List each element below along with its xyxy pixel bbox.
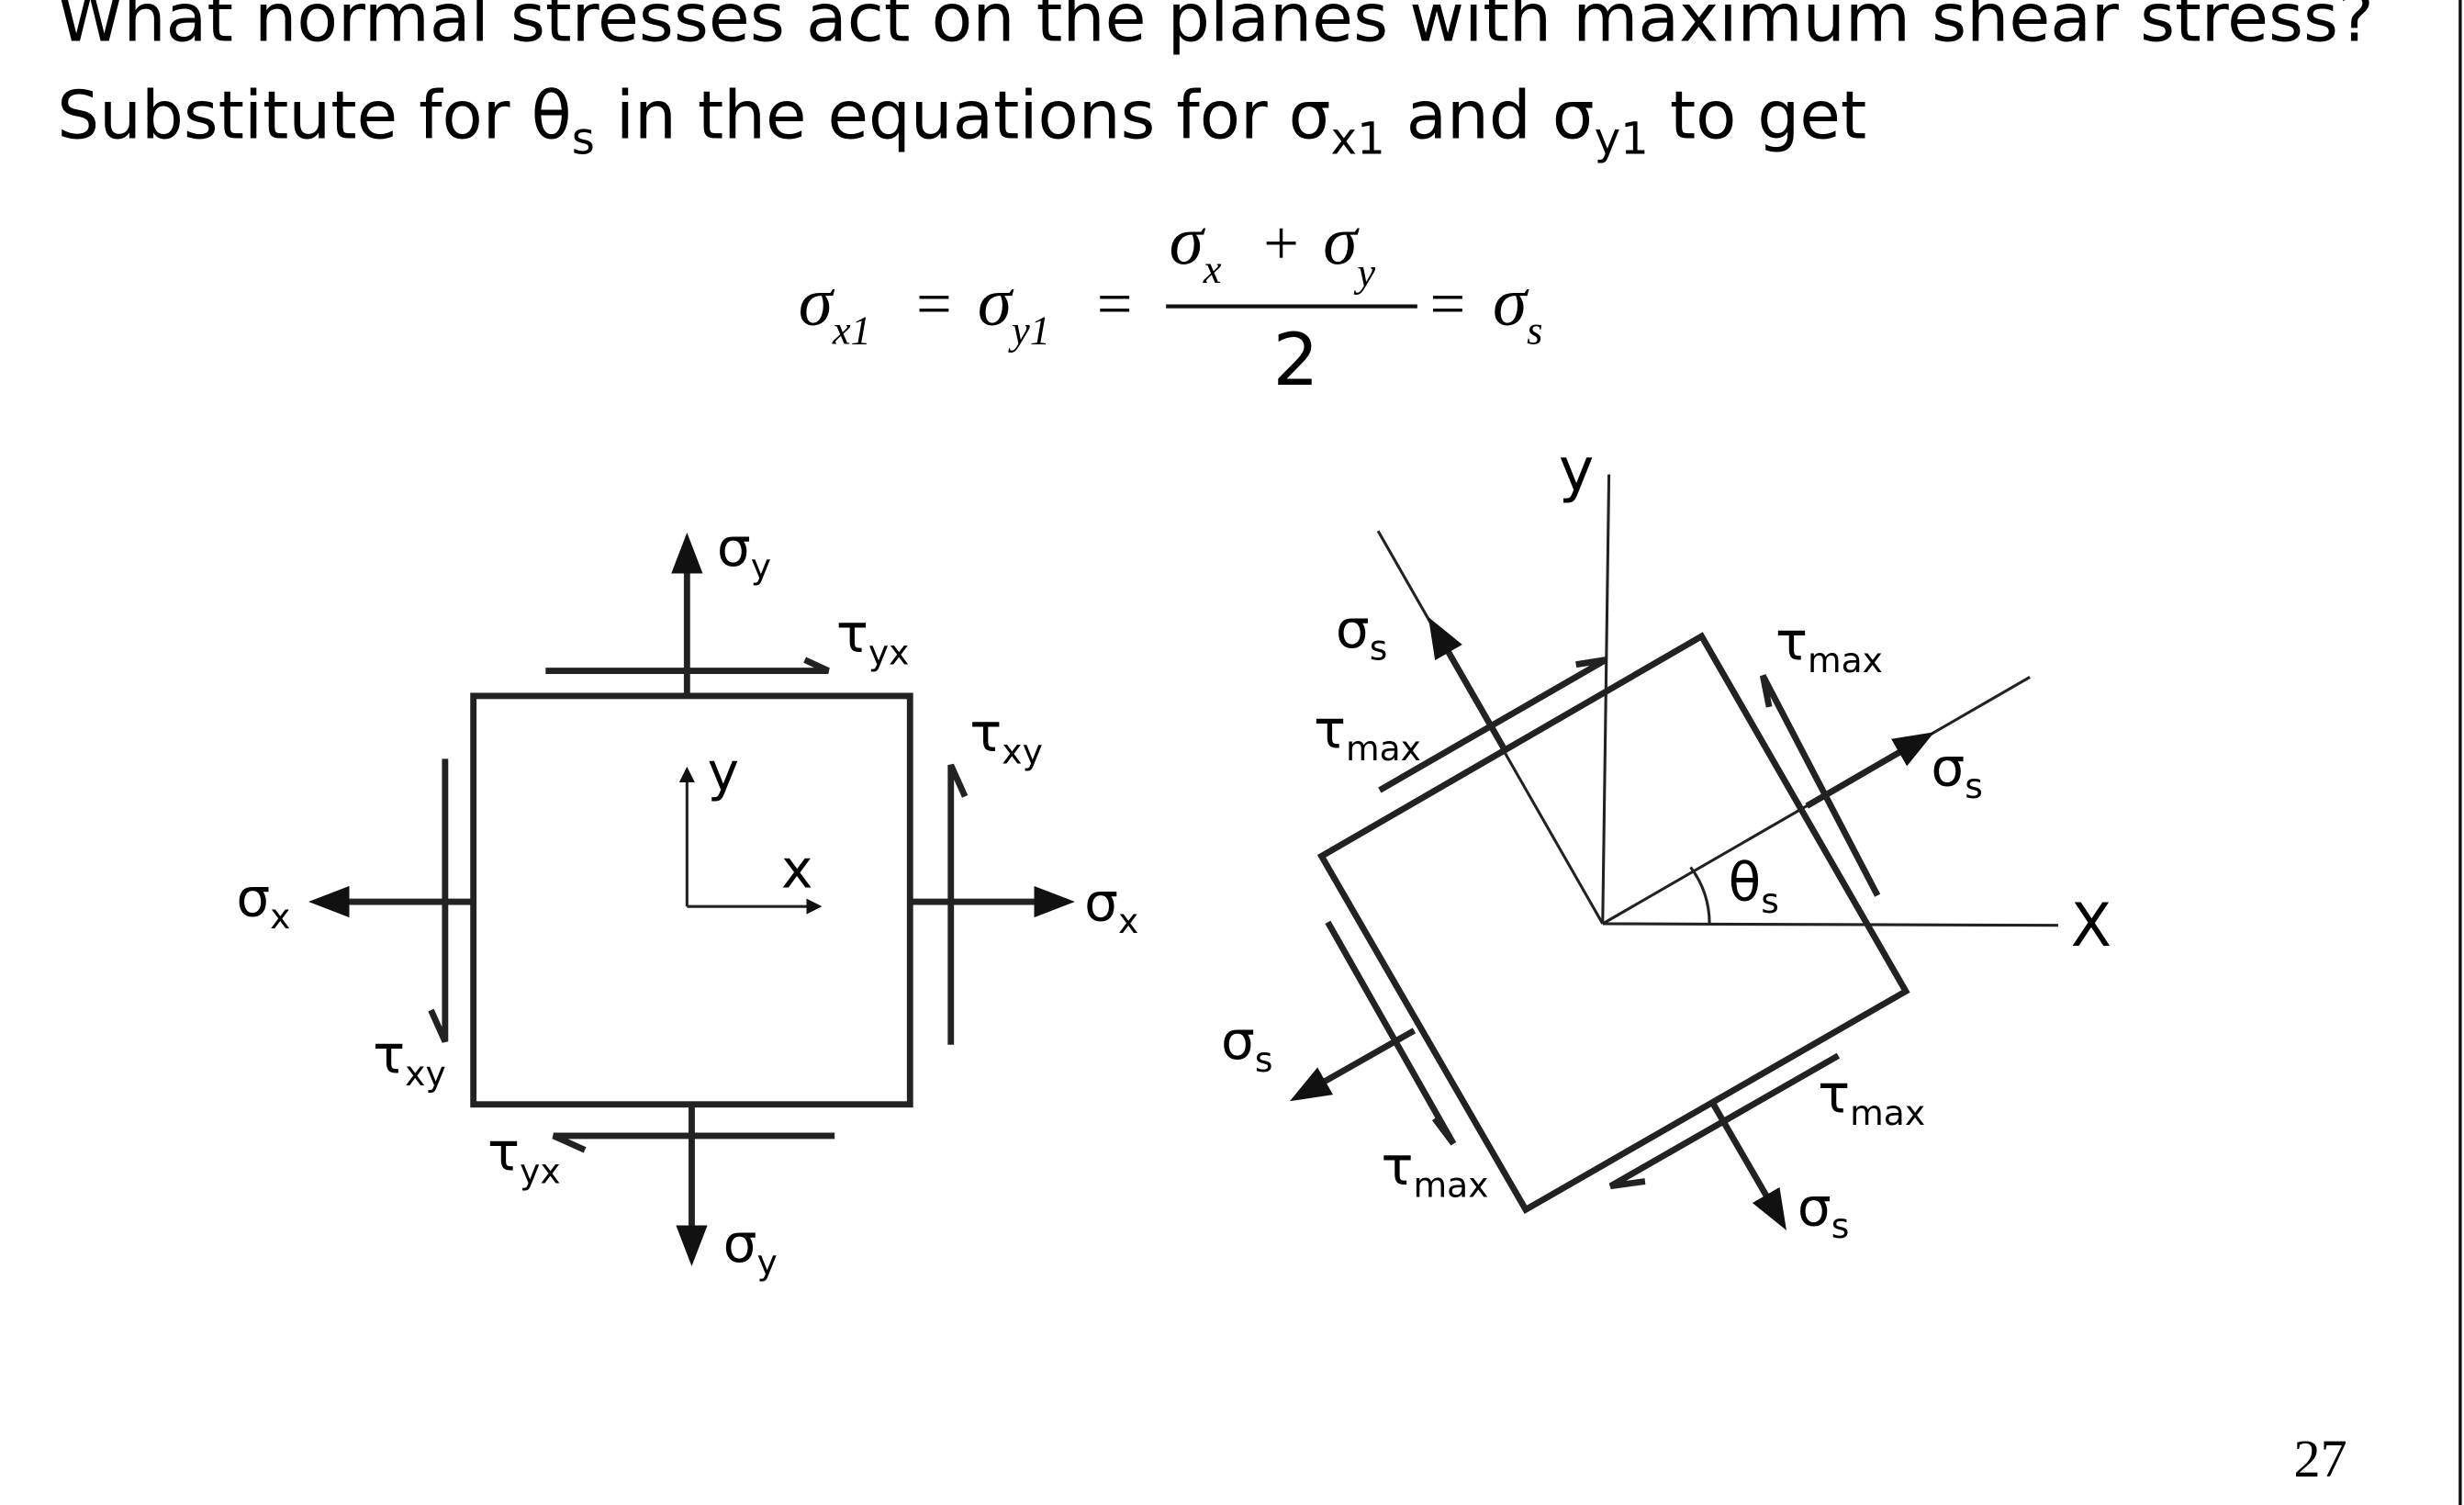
- svg-text:τmax: τmax: [1775, 611, 1883, 681]
- svg-text:σs: σs: [1493, 264, 1542, 354]
- svg-text:+: +: [1263, 208, 1299, 277]
- svg-text:θs: θs: [1729, 850, 1779, 921]
- svg-text:y: y: [1559, 436, 1594, 505]
- svg-text:σy1: σy1: [978, 264, 1050, 354]
- svg-text:σy: σy: [717, 516, 771, 587]
- stress-element-diagram: y x σy σy σx σx τyx τxy τxy τyx: [236, 516, 1138, 1283]
- svg-text:=: =: [1097, 269, 1133, 339]
- svg-text:x: x: [781, 838, 812, 901]
- svg-text:y: y: [708, 741, 739, 803]
- svg-text:τyx: τyx: [836, 602, 910, 673]
- svg-text:τxy: τxy: [373, 1024, 446, 1095]
- svg-text:=: =: [916, 269, 952, 339]
- heading-line-2: Substitute for θs in the equations for σ…: [57, 77, 1866, 165]
- svg-text:σx: σx: [1170, 203, 1222, 292]
- svg-text:τmax: τmax: [1314, 698, 1421, 769]
- svg-text:τmax: τmax: [1818, 1062, 1925, 1133]
- svg-text:σx: σx: [236, 866, 290, 937]
- page-number: 27: [2294, 1429, 2347, 1488]
- heading-line-1: What normal stresses act on the planes w…: [57, 0, 2374, 56]
- svg-text:τxy: τxy: [969, 702, 1043, 772]
- svg-text:σy: σy: [723, 1212, 778, 1283]
- svg-text:=: =: [1430, 269, 1466, 339]
- svg-text:σs: σs: [1931, 736, 1982, 806]
- svg-text:τmax: τmax: [1382, 1135, 1489, 1206]
- svg-text:σs: σs: [1336, 598, 1387, 668]
- svg-text:τyx: τyx: [487, 1121, 561, 1192]
- svg-text:2: 2: [1272, 318, 1318, 402]
- svg-text:σs: σs: [1221, 1009, 1272, 1080]
- rotated-element-diagram: y X θs σs σs σs σs τmax τmax τmax τmax: [1221, 436, 2111, 1246]
- svg-text:σy: σy: [1323, 203, 1375, 295]
- svg-text:σx: σx: [1084, 871, 1138, 942]
- svg-text:σx1: σx1: [799, 264, 871, 354]
- svg-text:σs: σs: [1798, 1175, 1849, 1246]
- svg-text:X: X: [2071, 892, 2112, 960]
- equation: σx1 = σy1 = σx + σy 2 = σs: [799, 203, 1543, 402]
